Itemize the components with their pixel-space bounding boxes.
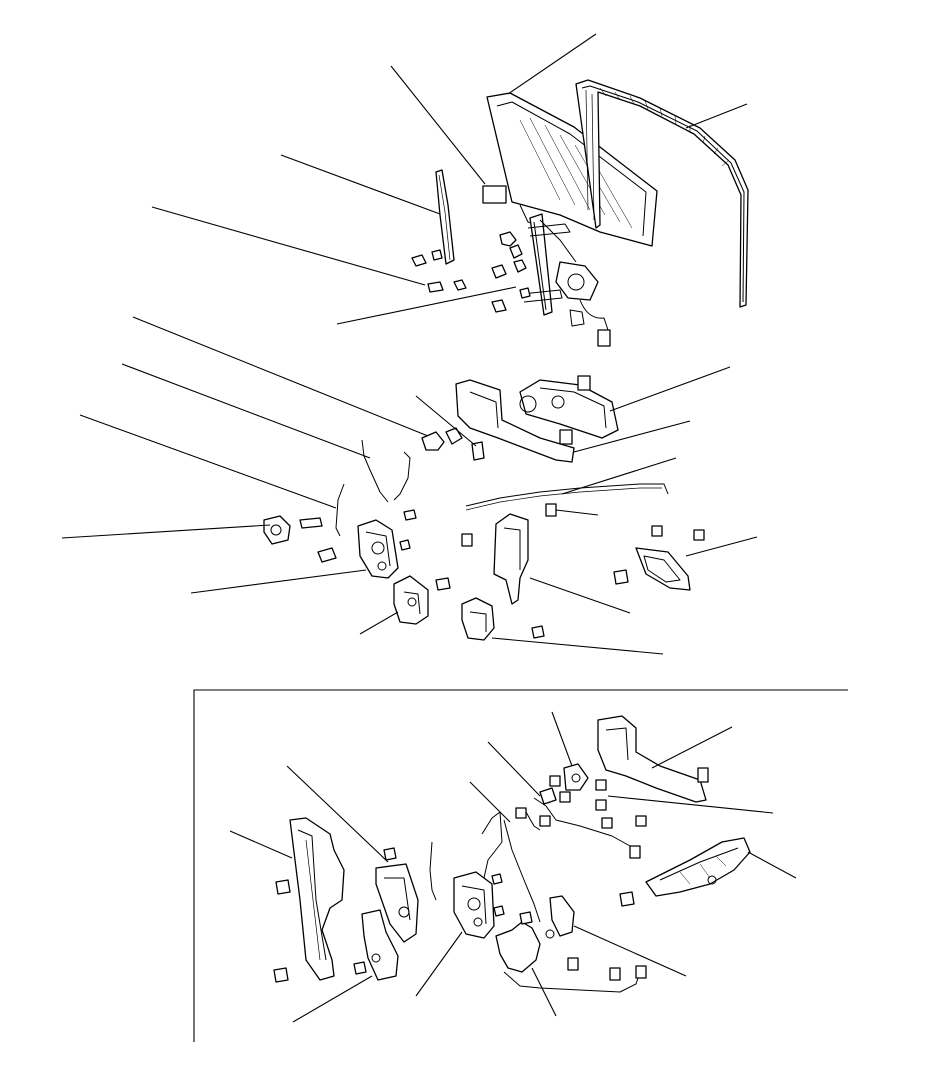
- rear-lower-channel: [435, 169, 455, 265]
- inset-rods: [481, 811, 541, 923]
- inset-lock-rod: [429, 841, 437, 901]
- inset-lock-bracket: [375, 863, 419, 943]
- inset-latch-protector: [361, 909, 399, 981]
- inset-bolts-left: [273, 847, 397, 983]
- inset-frame: [193, 689, 848, 1042]
- leader-lines-inset: [229, 711, 797, 1023]
- key-cylinder: [421, 427, 485, 461]
- inset-clips-top: [515, 763, 647, 829]
- inset-glass-channel: [289, 817, 345, 981]
- leader-lines-upper: [61, 33, 758, 655]
- inner-handle-bracket: [461, 597, 545, 641]
- inner-door-handle: [613, 525, 705, 591]
- caution-label: [482, 185, 507, 204]
- inset-door-latch: [453, 871, 505, 939]
- inset-cable: [525, 787, 641, 859]
- inset-handle-bracket: [597, 715, 709, 803]
- inset-inner-handle: [619, 837, 751, 907]
- door-latch: [357, 519, 411, 579]
- outer-door-handle: [519, 375, 619, 439]
- glass-run-channel: [575, 79, 749, 308]
- window-regulator: [521, 213, 611, 347]
- door-glass: [486, 92, 658, 247]
- channel-bolts: [411, 249, 444, 293]
- inset-harness: [495, 895, 647, 993]
- lock-knob-assembly: [263, 515, 323, 545]
- inner-cover: [493, 513, 529, 605]
- latch-protector: [393, 575, 429, 625]
- door-screws: [317, 509, 451, 591]
- regulator-bolts: [453, 231, 531, 313]
- outer-handle-bracket: [455, 379, 575, 463]
